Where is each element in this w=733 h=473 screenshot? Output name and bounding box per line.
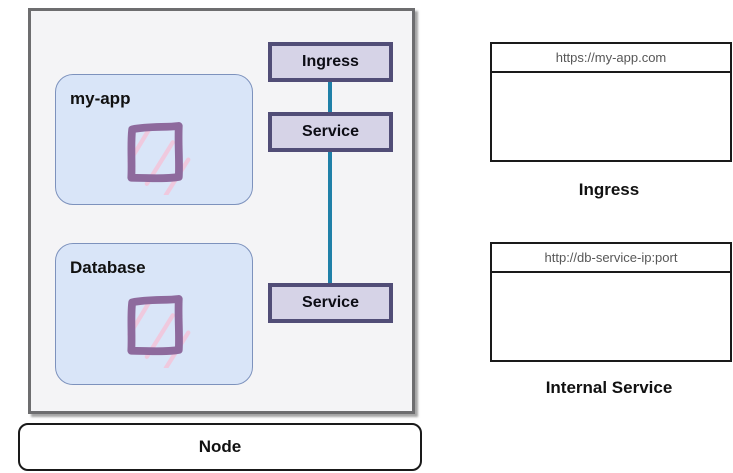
service-box-top-label: Service (302, 123, 359, 140)
node-label-box: Node (18, 423, 422, 471)
node-label: Node (198, 437, 242, 456)
browser-mockup-ingress: https://my-app.com (490, 42, 732, 162)
browser-body (492, 273, 730, 360)
browser-caption-ingress: Ingress (578, 180, 640, 199)
browser-url-bar: http://db-service-ip:port (492, 244, 730, 273)
container-icon (117, 113, 195, 200)
browser-mockup-internal-service: http://db-service-ip:port (490, 242, 732, 362)
browser-url: http://db-service-ip:port (544, 250, 678, 265)
browser-url: https://my-app.com (555, 50, 667, 65)
service-box-top: Service (268, 112, 393, 152)
pod-database: Database (55, 243, 253, 385)
service-box-bottom: Service (268, 283, 393, 323)
connector-service-to-service (328, 152, 332, 283)
browser-body (492, 73, 730, 160)
pod-my-app: my-app (55, 74, 253, 205)
ingress-box-label: Ingress (302, 53, 359, 70)
browser-url-bar: https://my-app.com (492, 44, 730, 73)
pod-my-app-label: my-app (70, 89, 131, 108)
ingress-box: Ingress (268, 42, 393, 82)
connector-ingress-to-service (328, 82, 332, 112)
browser-caption-internal-service: Internal Service (545, 378, 673, 397)
container-icon (117, 286, 195, 373)
service-box-bottom-label: Service (302, 294, 359, 311)
pod-database-label: Database (70, 258, 146, 277)
